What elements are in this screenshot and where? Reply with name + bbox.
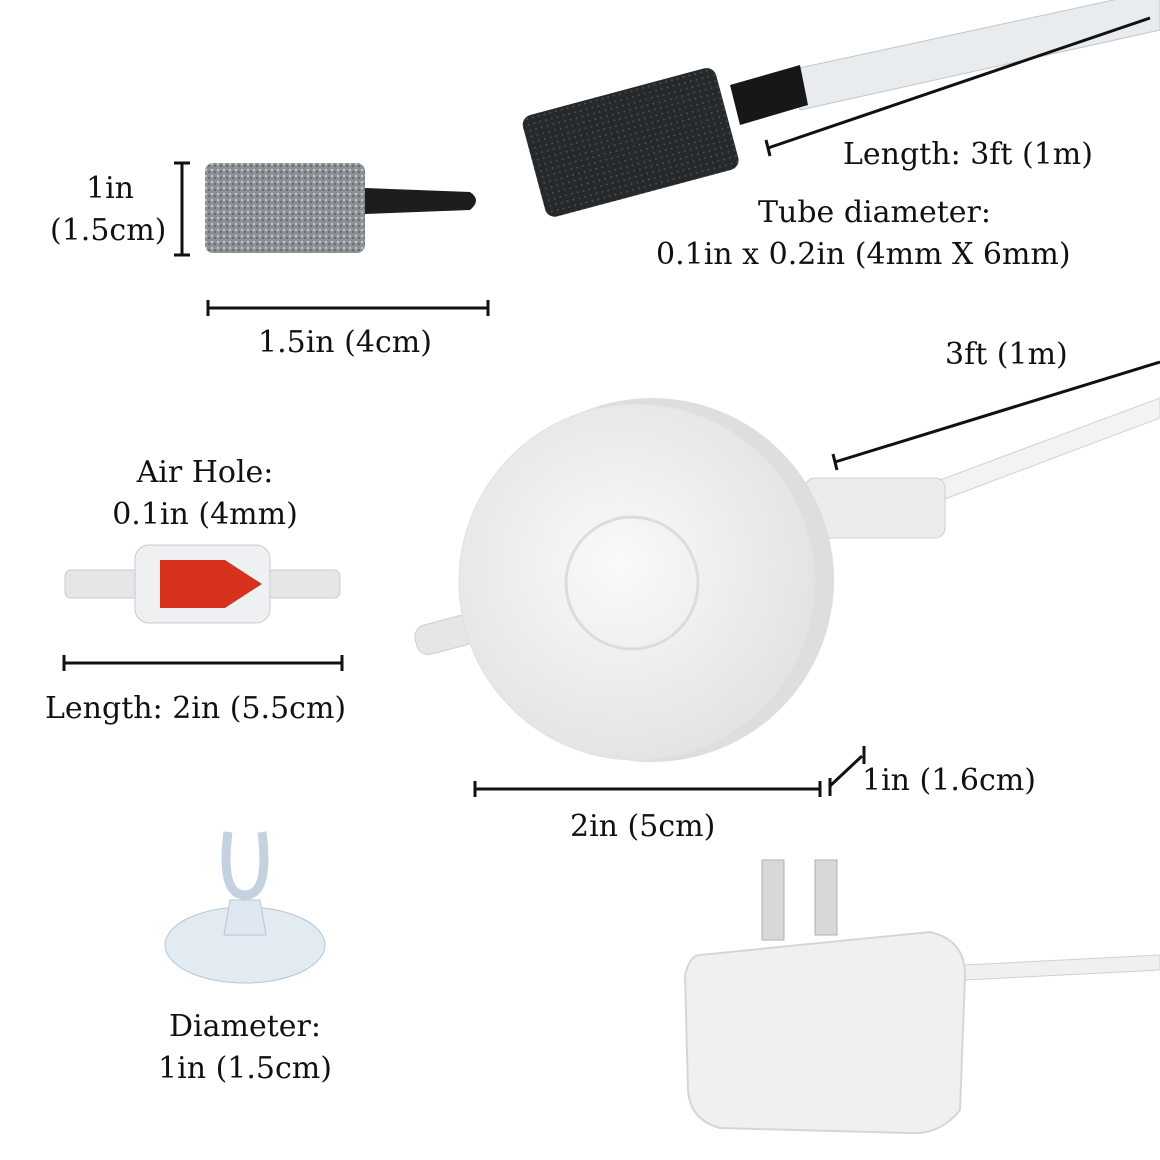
small-stone-height-label: 1in: [85, 171, 134, 206]
suction-cup-diameter-title: Diameter:: [169, 1009, 321, 1044]
valve-length-line: [62, 655, 344, 671]
air-hole-title: Air Hole:: [136, 455, 274, 490]
suction-cup: [164, 831, 326, 984]
power-adapter: [683, 859, 1160, 1135]
height-dimension-line: [174, 161, 190, 257]
air-hole-value: 0.1in (4mm): [112, 497, 298, 532]
small-air-stone: [205, 163, 476, 253]
suction-cup-diameter-value: 1in (1.5cm): [158, 1051, 332, 1086]
check-valve: [64, 544, 341, 624]
valve-length-label: Length: 2in (5.5cm): [45, 691, 347, 726]
tube-diameter-value: 0.1in x 0.2in (4mm X 6mm): [656, 237, 1071, 272]
small-stone-height-metric: (1.5cm): [50, 213, 167, 248]
pump-thickness-label: 1in (1.6cm): [862, 763, 1036, 798]
cord-length-line: [831, 360, 1160, 471]
tube-air-stone: [522, 0, 1160, 217]
air-pump: [414, 397, 1160, 762]
length-dimension-line: [206, 300, 490, 316]
small-stone-length-label: 1.5in (4cm): [258, 325, 432, 360]
tube-diameter-title: Tube diameter:: [758, 195, 991, 230]
pump-diameter-line: [473, 781, 822, 797]
tube-length-label: Length: 3ft (1m): [843, 137, 1093, 172]
pump-thickness-line: [828, 746, 866, 796]
pump-diameter-label: 2in (5cm): [570, 809, 716, 844]
cord-length-label: 3ft (1m): [945, 337, 1068, 372]
tube-length-line: [764, 16, 1151, 157]
